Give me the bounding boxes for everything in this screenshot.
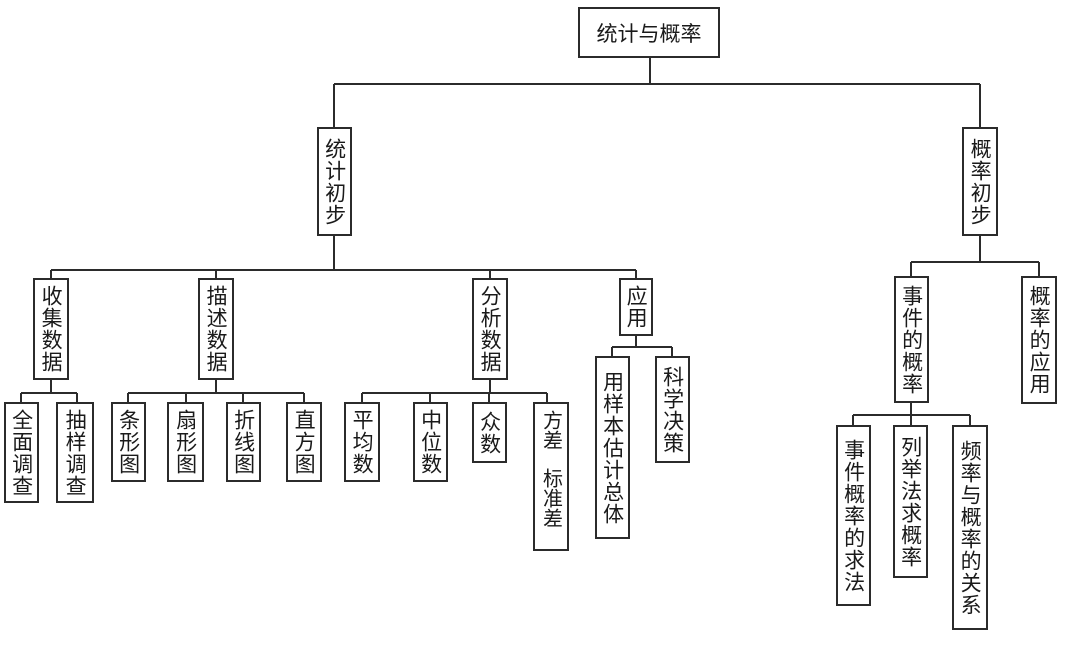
- pie-chart-node: 扇形图: [167, 402, 204, 482]
- scientific-decision-node: 科学决策: [655, 356, 690, 463]
- collect-data-node: 收集数据: [33, 278, 69, 380]
- sample-estimate-node: 用样本估计总体: [595, 356, 630, 539]
- histogram-node: 直方图: [286, 402, 322, 482]
- median-node: 中位数: [413, 402, 448, 482]
- mean-node: 平均数: [344, 402, 380, 482]
- event-probability-method-node: 事件概率的求法: [836, 425, 871, 606]
- frequency-probability-node: 频率与概率的关系: [952, 425, 988, 630]
- root-node: 统计与概率: [578, 7, 720, 58]
- mode-node: 众数: [472, 402, 507, 463]
- describe-data-node: 描述数据: [198, 278, 234, 380]
- stddev-label: 标准差: [539, 468, 564, 528]
- bar-chart-node: 条形图: [111, 402, 146, 482]
- census-node: 全面调查: [4, 402, 39, 503]
- sampling-node: 抽样调查: [56, 402, 94, 503]
- analyze-data-node: 分析数据: [472, 278, 508, 380]
- variance-stddev-node: 方差 标准差: [533, 402, 569, 551]
- stats-node: 统计初步: [317, 127, 352, 236]
- line-chart-node: 折线图: [226, 402, 261, 482]
- prob-node: 概率初步: [962, 127, 998, 236]
- enumeration-method-node: 列举法求概率: [893, 425, 928, 578]
- apply-node: 应用: [619, 278, 653, 336]
- event-probability-node: 事件的概率: [894, 276, 929, 403]
- probability-application-node: 概率的应用: [1021, 276, 1057, 404]
- variance-label: 方差: [539, 410, 564, 450]
